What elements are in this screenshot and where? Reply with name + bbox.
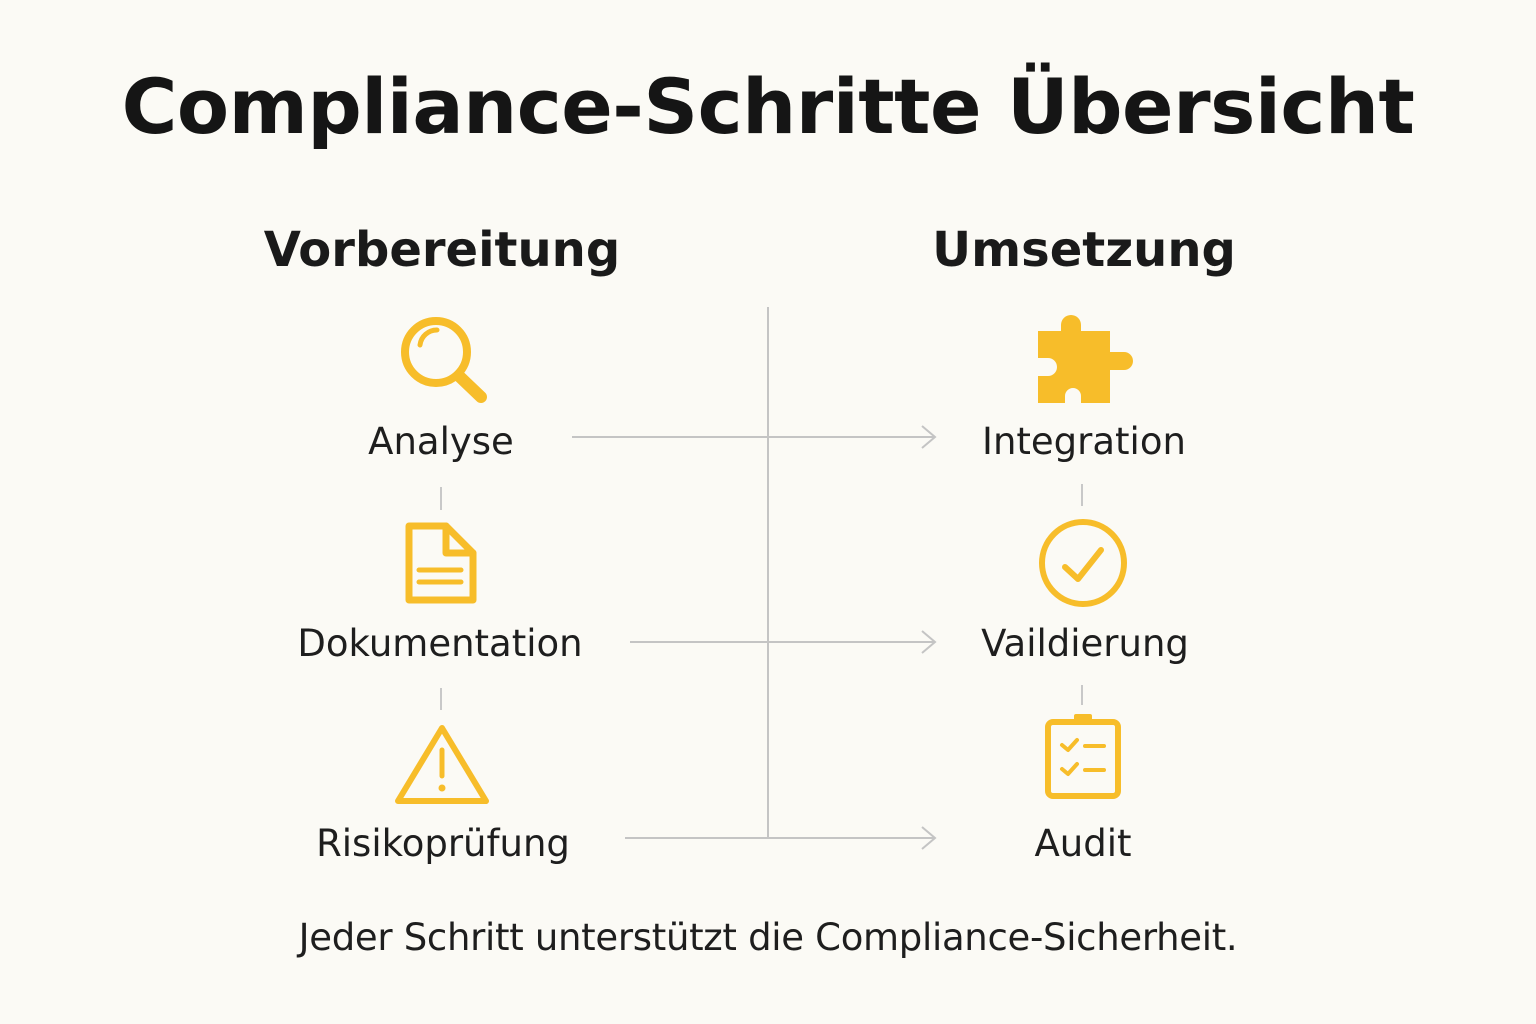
puzzle-icon [1038, 315, 1133, 403]
document-icon [405, 522, 477, 604]
step-label-integration: Integration [982, 420, 1186, 463]
step-label-analyse: Analyse [368, 420, 514, 463]
step-label-risikopruefung: Risikoprüfung [316, 822, 570, 865]
column-heading-vorbereitung: Vorbereitung [263, 222, 621, 278]
magnifier-icon [401, 317, 487, 403]
arrow-dokumentation-validierung [630, 630, 937, 654]
warning-icon [395, 725, 489, 804]
step-label-validierung: Vaildierung [981, 622, 1189, 665]
arrow-analyse-integration [572, 425, 937, 449]
column-heading-umsetzung: Umsetzung [932, 222, 1236, 278]
check-circle-icon [1039, 519, 1127, 607]
page-title: Compliance-Schritte Übersicht [121, 62, 1415, 151]
arrow-risikopruefung-audit [625, 826, 937, 850]
step-label-dokumentation: Dokumentation [297, 622, 583, 665]
step-label-audit: Audit [1034, 822, 1132, 865]
footer-caption: Jeder Schritt unterstützt die Compliance… [298, 916, 1238, 959]
clipboard-checklist-icon [1045, 714, 1121, 799]
